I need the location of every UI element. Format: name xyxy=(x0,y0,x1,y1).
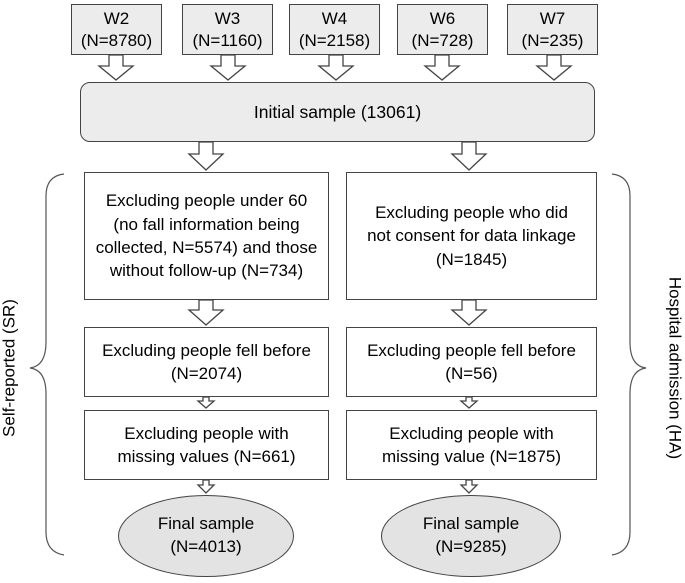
arrow-down-icon xyxy=(450,141,488,171)
sr-final-title: Final sample xyxy=(157,514,255,534)
sr-exclusion-missing-text: Excluding people with missing values (N=… xyxy=(117,423,296,466)
initial-sample-label: Initial sample (13061) xyxy=(253,101,422,122)
wave-box-w6: W6 (N=728) xyxy=(397,4,488,55)
wave-count: (N=235) xyxy=(521,30,584,50)
sr-brace xyxy=(29,173,65,556)
wave-name: W4 xyxy=(321,9,348,29)
arrow-down-icon xyxy=(187,141,225,171)
arrow-down-icon xyxy=(459,479,479,494)
arrow-down-icon xyxy=(317,54,355,81)
ha-exclusion-fell-box: Excluding people fell before (N=56) xyxy=(346,327,597,397)
sr-exclusion-fell-text: Excluding people fell before (N=2074) xyxy=(102,340,311,383)
arrow-down-icon xyxy=(450,299,488,326)
wave-box-w2: W2 (N=8780) xyxy=(71,4,162,55)
initial-sample-box: Initial sample (13061) xyxy=(80,82,595,142)
arrow-down-icon xyxy=(196,479,216,494)
wave-count: (N=2158) xyxy=(298,30,371,50)
ha-exclusion-consent-box: Excluding people who did not consent for… xyxy=(346,172,597,300)
wave-count: (N=728) xyxy=(411,30,474,50)
arrow-down-icon xyxy=(187,299,225,326)
ha-exclusion-consent-text: Excluding people who did not consent for… xyxy=(367,202,576,269)
ha-brace xyxy=(611,173,647,556)
wave-box-w7: W7 (N=235) xyxy=(507,4,598,55)
ha-exclusion-missing-text: Excluding people with missing value (N=1… xyxy=(381,423,562,466)
ha-final-count: (N=9285) xyxy=(435,537,507,556)
wave-box-w3: W3 (N=1160) xyxy=(182,4,273,55)
arrow-down-icon xyxy=(535,54,573,81)
sr-final-sample-ellipse: Final sample (N=4013) xyxy=(118,495,294,577)
arrow-down-icon xyxy=(196,396,216,409)
ha-final-title: Final sample xyxy=(422,514,520,534)
arrow-down-icon xyxy=(423,54,461,81)
sr-exclusion-age-box: Excluding people under 60 (no fall infor… xyxy=(84,172,329,300)
wave-name: W6 xyxy=(429,9,456,29)
wave-name: W2 xyxy=(103,9,130,29)
sr-exclusion-fell-box: Excluding people fell before (N=2074) xyxy=(84,327,329,397)
wave-box-w4: W4 (N=2158) xyxy=(289,4,380,55)
arrow-down-icon xyxy=(459,396,479,409)
arrow-down-icon xyxy=(209,54,247,81)
ha-final-sample-ellipse: Final sample (N=9285) xyxy=(381,495,561,577)
arrow-down-icon xyxy=(97,54,135,81)
wave-name: W7 xyxy=(539,9,566,29)
ha-exclusion-fell-text: Excluding people fell before (N=56) xyxy=(367,340,576,383)
wave-count: (N=8780) xyxy=(80,30,153,50)
sr-exclusion-age-text: Excluding people under 60 (no fall infor… xyxy=(95,191,318,281)
wave-count: (N=1160) xyxy=(192,30,263,50)
sr-exclusion-missing-box: Excluding people with missing values (N=… xyxy=(84,410,329,480)
ha-exclusion-missing-box: Excluding people with missing value (N=1… xyxy=(346,410,597,480)
wave-name: W3 xyxy=(214,9,241,29)
sr-final-count: (N=4013) xyxy=(170,537,242,556)
